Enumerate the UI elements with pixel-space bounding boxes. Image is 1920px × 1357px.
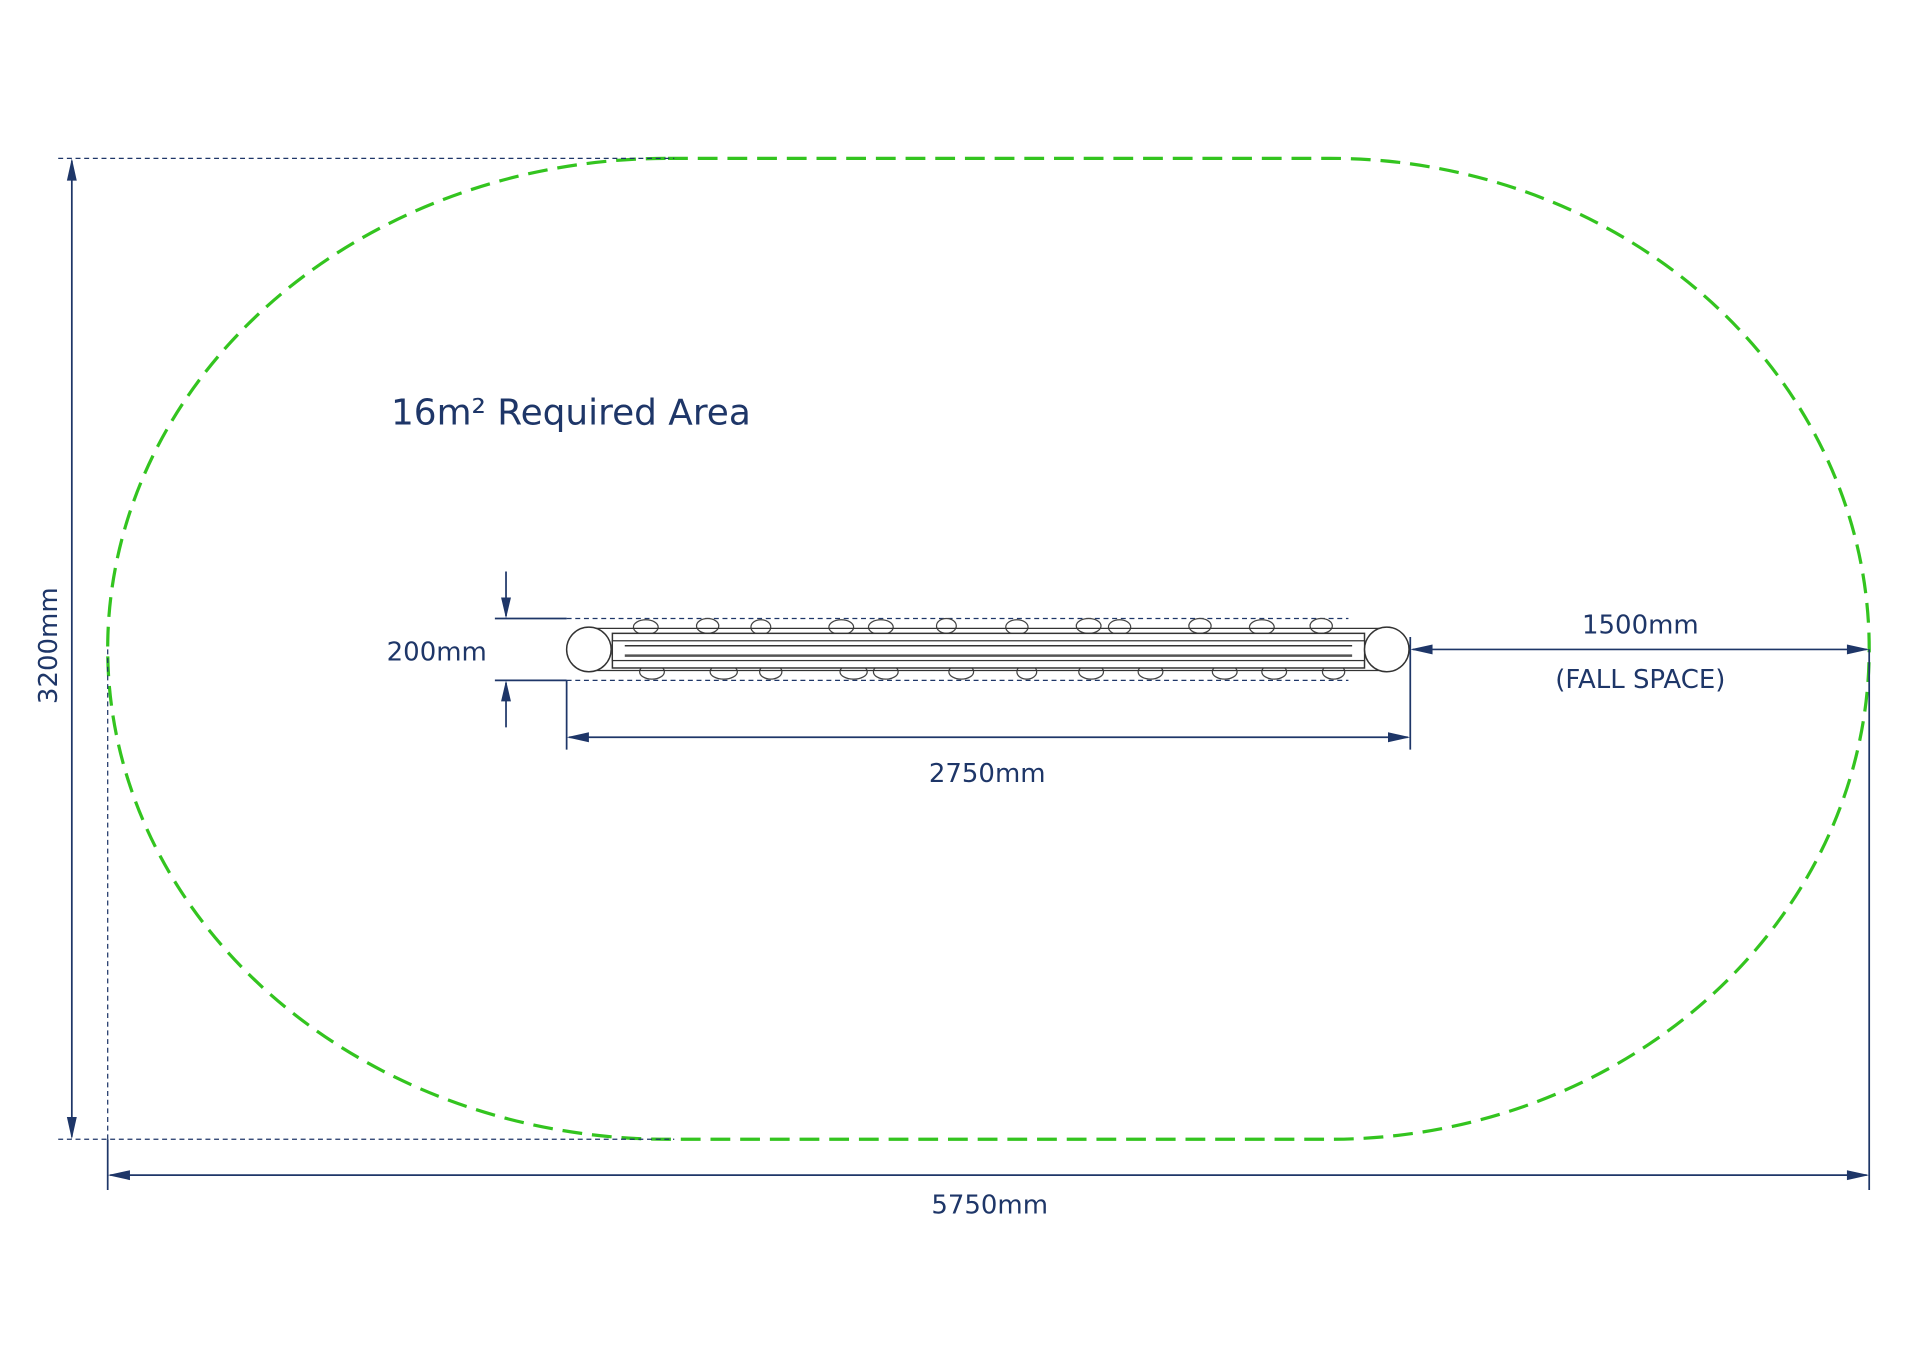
- width-label: 5750mm: [931, 1191, 1048, 1221]
- beam-end-post-right: [1363, 626, 1410, 673]
- arrowhead-right: [1846, 644, 1870, 655]
- extension-lines: [58, 157, 1871, 1191]
- beam-length-label: 2750mm: [929, 759, 1046, 789]
- beam-length-dimension: 2750mm: [566, 732, 1411, 789]
- fall-space-caption: (FALL SPACE): [1555, 665, 1725, 695]
- arrowhead-up: [66, 158, 77, 181]
- balance-beam: [565, 617, 1410, 680]
- height-label: 3200mm: [34, 587, 64, 704]
- beam-plank: [611, 640, 1366, 662]
- height-dimension: 3200mm: [34, 158, 77, 1140]
- arrowhead-left: [566, 732, 589, 743]
- arrowhead-up: [501, 680, 511, 702]
- arrowhead-left: [1410, 644, 1433, 655]
- arrowhead-right: [1846, 1170, 1870, 1181]
- width-dimension: 5750mm: [107, 1170, 1870, 1221]
- fall-space-dimension: 1500mm (FALL SPACE): [1410, 610, 1870, 695]
- arrowhead-down: [66, 1117, 77, 1140]
- arrowhead-right: [1388, 732, 1411, 743]
- arrowhead-down: [501, 597, 511, 619]
- fall-space-label: 1500mm: [1582, 610, 1699, 640]
- beam-width-dimension: 200mm: [387, 571, 511, 728]
- rock-fill: [632, 617, 1346, 680]
- arrowhead-left: [107, 1170, 130, 1181]
- area-title: 16m² Required Area: [391, 392, 751, 433]
- beam-end-post-left: [565, 626, 612, 673]
- beam-width-label: 200mm: [387, 638, 487, 668]
